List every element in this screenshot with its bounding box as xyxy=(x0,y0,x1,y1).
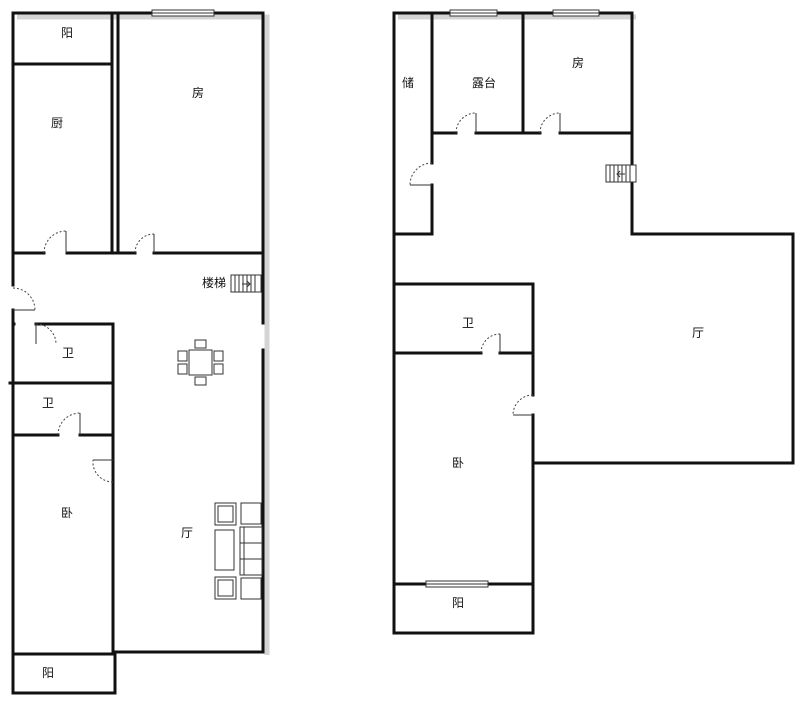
label-kitchen: 厨 xyxy=(51,116,63,130)
floor-2-outer-walls xyxy=(392,11,795,635)
label-bedroom-top: 房 xyxy=(572,55,584,70)
floor-2-plan: 储 露台 房 卫 厅 卧 阳 xyxy=(392,9,795,635)
label-bedroom: 卧 xyxy=(452,456,464,470)
label-bedroom-top: 房 xyxy=(192,85,204,100)
floor-1-plan: 阳 厨 房 楼梯 卫 卫 卧 厅 阳 xyxy=(8,9,270,695)
sofa-set-icon xyxy=(214,502,263,600)
label-balcony: 阳 xyxy=(452,596,464,610)
floor-2-windows xyxy=(425,9,600,588)
floor-1-outer-walls xyxy=(11,11,265,695)
label-bath: 卫 xyxy=(462,316,474,330)
label-bedroom: 卧 xyxy=(61,506,73,520)
floor-1-interior-walls xyxy=(8,11,265,654)
dining-table-icon xyxy=(177,339,224,386)
label-storage: 储 xyxy=(402,75,414,90)
label-balcony-top: 阳 xyxy=(61,26,73,40)
label-bath-1: 卫 xyxy=(62,346,74,360)
label-terrace: 露台 xyxy=(472,75,496,90)
floor-2-interior-walls xyxy=(392,11,634,586)
label-stairs: 楼梯 xyxy=(202,275,226,290)
floor-2-doors xyxy=(409,112,561,416)
floor-1-stairs-icon xyxy=(230,274,262,293)
label-living: 厅 xyxy=(181,526,193,540)
label-balcony-bottom: 阳 xyxy=(42,666,54,680)
label-bath-2: 卫 xyxy=(42,396,54,410)
floor-2-stairs-icon xyxy=(605,164,637,183)
label-living: 厅 xyxy=(692,326,704,340)
floor-1-doors xyxy=(12,230,155,483)
floor-1-shadow xyxy=(17,14,270,655)
